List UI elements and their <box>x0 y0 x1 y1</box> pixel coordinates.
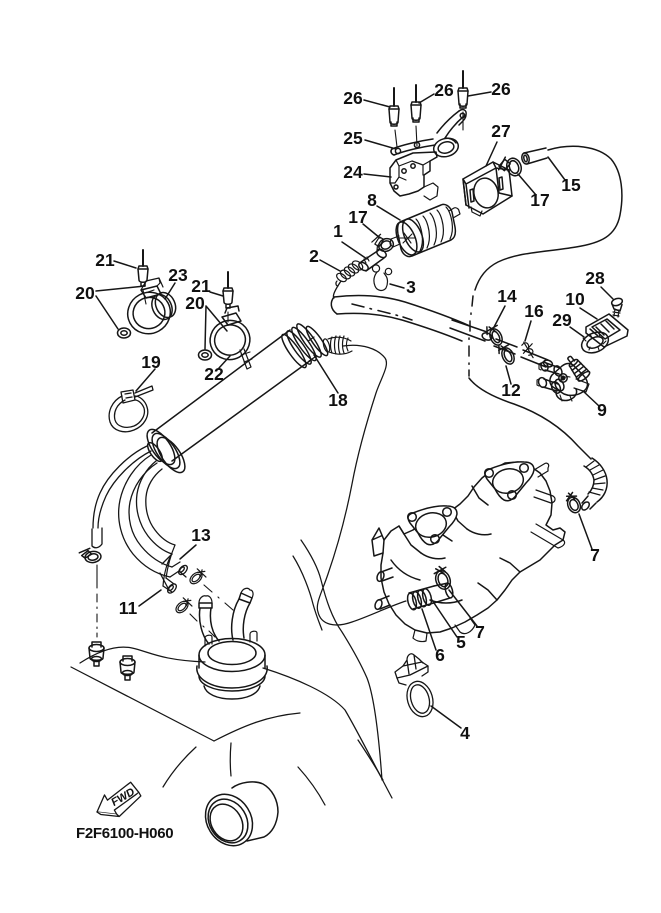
svg-text:28: 28 <box>585 268 605 288</box>
svg-text:18: 18 <box>328 390 348 410</box>
svg-text:F2F6100-H060: F2F6100-H060 <box>76 825 173 842</box>
svg-text:7: 7 <box>590 545 600 565</box>
svg-text:15: 15 <box>561 175 581 195</box>
svg-text:2: 2 <box>309 246 319 266</box>
svg-text:4: 4 <box>460 723 470 743</box>
svg-text:9: 9 <box>597 400 607 420</box>
svg-text:10: 10 <box>565 289 585 309</box>
svg-text:6: 6 <box>435 645 445 665</box>
svg-text:8: 8 <box>367 190 377 210</box>
svg-text:13: 13 <box>191 525 211 545</box>
svg-text:26: 26 <box>343 88 363 108</box>
svg-text:20: 20 <box>185 293 205 313</box>
svg-text:22: 22 <box>204 364 224 384</box>
svg-text:20: 20 <box>75 283 95 303</box>
svg-text:3: 3 <box>406 277 416 297</box>
svg-text:24: 24 <box>343 162 363 182</box>
svg-text:29: 29 <box>552 310 572 330</box>
svg-text:27: 27 <box>491 121 510 141</box>
svg-text:26: 26 <box>434 80 454 100</box>
svg-text:14: 14 <box>497 286 517 306</box>
svg-text:5: 5 <box>456 632 466 652</box>
svg-text:26: 26 <box>491 79 511 99</box>
svg-text:7: 7 <box>475 622 485 642</box>
svg-text:23: 23 <box>168 265 188 285</box>
svg-text:1: 1 <box>333 221 343 241</box>
svg-text:17: 17 <box>530 190 549 210</box>
svg-text:11: 11 <box>119 598 138 618</box>
svg-text:25: 25 <box>343 128 363 148</box>
svg-text:17: 17 <box>348 207 367 227</box>
svg-text:19: 19 <box>141 352 161 372</box>
svg-text:12: 12 <box>501 380 521 400</box>
svg-text:16: 16 <box>524 301 544 321</box>
svg-text:21: 21 <box>95 250 115 270</box>
svg-text:21: 21 <box>191 276 211 296</box>
